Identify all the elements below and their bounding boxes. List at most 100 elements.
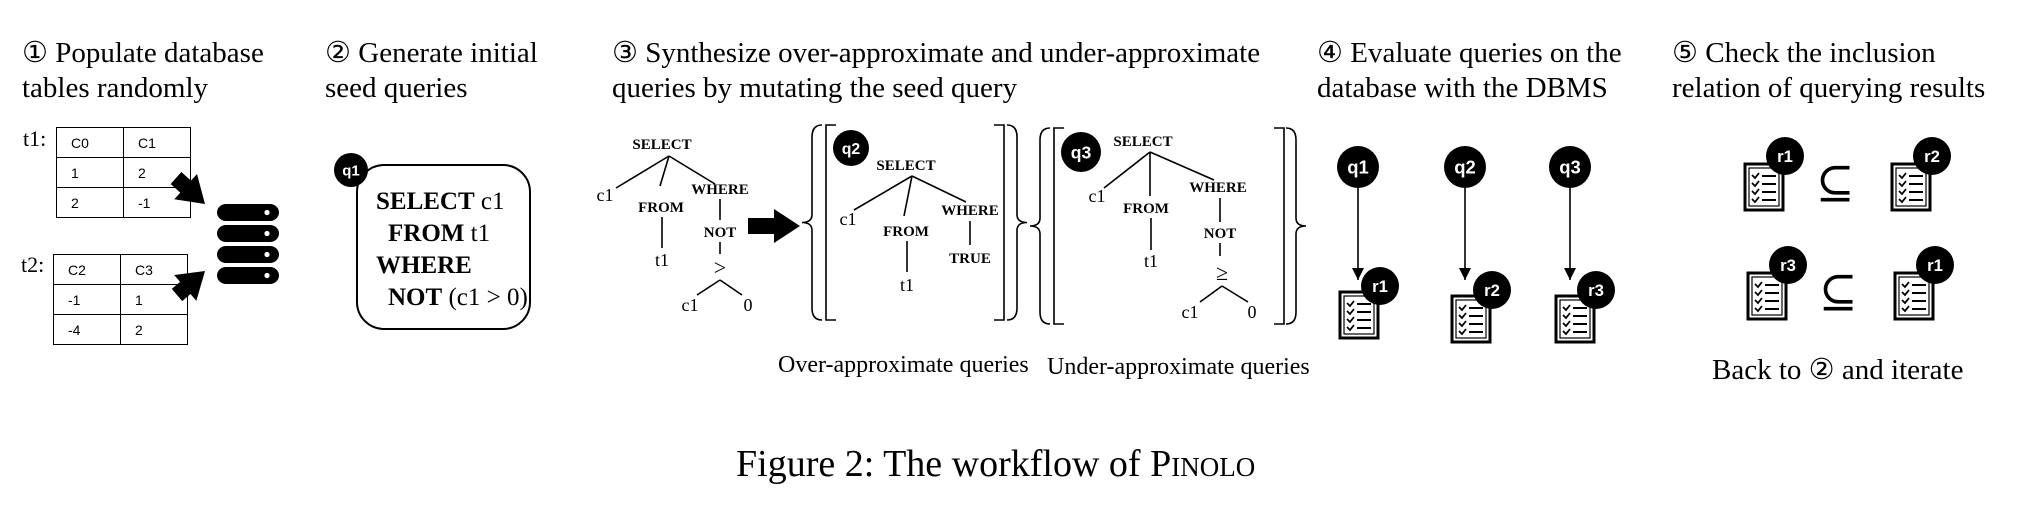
- database-led: [264, 272, 270, 279]
- subset-symbol: ⊆: [1816, 157, 1855, 208]
- doc-check: [1901, 281, 1910, 289]
- doc-check: [1562, 312, 1571, 320]
- doc-check: [1898, 180, 1907, 188]
- badge-circle: [1913, 137, 1951, 175]
- badge-label: q1: [342, 162, 359, 179]
- brace-right: [1006, 124, 1028, 321]
- result-badge-r3: r3: [1577, 271, 1615, 309]
- result-badge-r2: r2: [1473, 271, 1511, 309]
- step2-title-line2: seed queries: [325, 72, 468, 104]
- doc-check: [1562, 320, 1571, 328]
- step4-title: ④ Evaluate queries on the database with …: [1317, 36, 1622, 106]
- tree-node-from: FROM: [638, 200, 684, 216]
- table-t1-label: t1:: [23, 126, 47, 151]
- badge-circle: [1577, 271, 1615, 309]
- tree-node-table: t1: [900, 275, 914, 295]
- query-badge-q3: q3: [1549, 146, 1591, 188]
- badge-circle: [1769, 246, 1807, 284]
- result-document-icon: [1890, 162, 1932, 212]
- doc-outline: [1890, 162, 1932, 212]
- tree-node-table: t1: [655, 250, 669, 270]
- badge-label: r1: [1372, 277, 1388, 296]
- query-badge-q2: q2: [833, 130, 869, 166]
- tree-edge: [696, 279, 721, 296]
- table-cell: C2: [53, 254, 121, 285]
- doc-check: [1751, 188, 1760, 196]
- arrowhead-icon: [1352, 268, 1364, 280]
- tree-node-col: c1: [597, 185, 614, 205]
- doc-check: [1346, 324, 1355, 332]
- database-disk: [217, 225, 279, 242]
- seed-query-line: SELECT c1: [376, 188, 505, 215]
- doc-check: [1901, 297, 1910, 305]
- subset-symbol: ⊆: [1819, 266, 1858, 317]
- badge-circle: [334, 153, 368, 187]
- result-badge-r2: r2: [1913, 137, 1951, 175]
- doc-check: [1754, 281, 1763, 289]
- thick-arrow-icon: [170, 172, 205, 204]
- seed-query-box: SELECT c1 FROM t1 WHERE NOT (c1 > 0): [356, 164, 531, 330]
- tree-node-left: c1: [682, 295, 699, 315]
- table-cell: -1: [123, 187, 191, 218]
- badge-circle: [1549, 146, 1591, 188]
- bracket-right: [1274, 127, 1285, 325]
- database-led: [264, 230, 270, 237]
- tree-node-where: WHERE: [1189, 180, 1247, 196]
- over-approx-caption: Over-approximate queries: [778, 352, 1029, 378]
- doc-check: [1898, 188, 1907, 196]
- table-cell: -4: [53, 314, 121, 345]
- step5-title-line1: ⑤ Check the inclusion: [1672, 37, 1936, 69]
- step3-title-line1: ③ Synthesize over-approximate and under-…: [612, 37, 1261, 69]
- tree-edge: [668, 155, 716, 185]
- tree-node-op: ≥: [1216, 260, 1228, 285]
- step2-title-line1: ② Generate initial: [325, 37, 538, 69]
- badge-label: q2: [1454, 157, 1476, 178]
- table-t2-label: t2:: [21, 252, 45, 277]
- doc-check: [1562, 328, 1571, 336]
- result-badge-r1: r1: [1916, 246, 1954, 284]
- doc-check: [1754, 305, 1763, 313]
- tree-edge: [903, 175, 913, 217]
- tree-node-op: >: [714, 255, 726, 280]
- tool-name: Pinolo: [1150, 443, 1256, 485]
- badge-label: r1: [1927, 256, 1943, 275]
- badge-label: q2: [842, 141, 861, 158]
- table-cell: C1: [123, 127, 191, 158]
- result-document-icon: [1743, 162, 1785, 212]
- doc-inner: [1895, 167, 1927, 207]
- result-badge-r3: r3: [1769, 246, 1807, 284]
- badge-label: r1: [1777, 147, 1793, 166]
- tree-node-left: c1: [1182, 302, 1199, 322]
- step3-title: ③ Synthesize over-approximate and under-…: [612, 36, 1260, 106]
- doc-check: [1458, 328, 1467, 336]
- iterate-note: Back to ② and iterate: [1712, 354, 1964, 386]
- doc-check: [1458, 312, 1467, 320]
- database-icon: [217, 204, 279, 284]
- table-cell: 1: [56, 157, 124, 188]
- badge-label: r2: [1484, 281, 1500, 300]
- tree-node-col: c1: [840, 209, 857, 229]
- doc-check: [1346, 300, 1355, 308]
- doc-check: [1901, 305, 1910, 313]
- badge-circle: [1916, 246, 1954, 284]
- brace-right: [1285, 127, 1307, 325]
- doc-inner: [1559, 299, 1591, 339]
- seed-query-line: FROM t1: [388, 220, 491, 247]
- figure-caption: Figure 2: The workflow of Pinolo: [736, 443, 1256, 485]
- step1-title-line1: ① Populate database: [22, 37, 264, 69]
- doc-inner: [1898, 276, 1930, 316]
- tree-node-where: WHERE: [941, 203, 999, 219]
- step2-title: ② Generate initial seed queries: [325, 36, 538, 106]
- doc-check: [1751, 180, 1760, 188]
- doc-check: [1458, 304, 1467, 312]
- tree-node-from: FROM: [883, 224, 929, 240]
- result-badge-r1: r1: [1361, 267, 1399, 305]
- doc-outline: [1743, 162, 1785, 212]
- doc-check: [1901, 289, 1910, 297]
- database-disk: [217, 204, 279, 221]
- step4-title-line2: database with the DBMS: [1317, 72, 1608, 104]
